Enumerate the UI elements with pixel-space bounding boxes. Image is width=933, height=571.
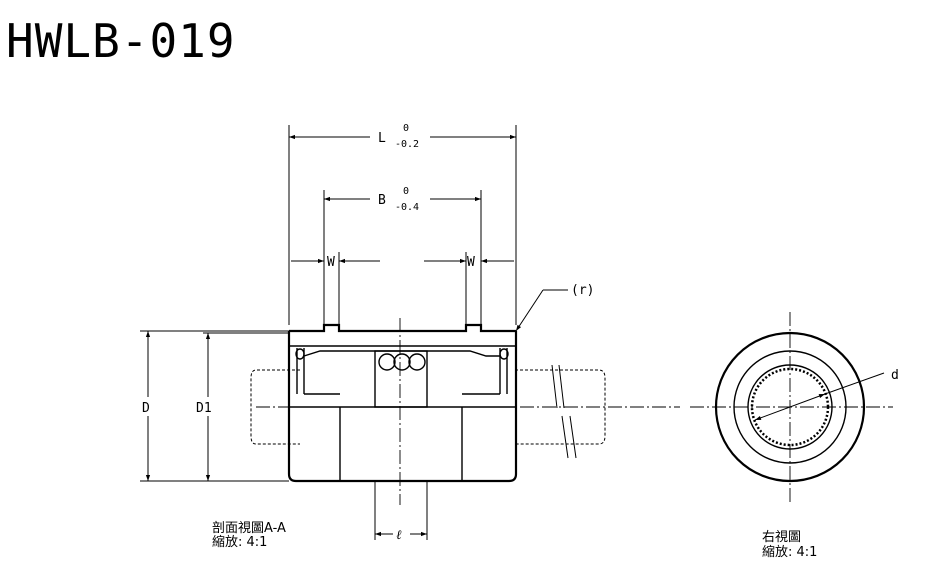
retainer-circle (733, 350, 847, 464)
shaft-hidden-outline (250, 369, 606, 445)
bore-circle (747, 364, 833, 450)
dimension-B-label: B (378, 193, 386, 208)
dimension-D1-label: D1 (196, 401, 212, 416)
section-view-name: 剖面視圖A-A (212, 521, 286, 536)
dimension-L: L 0 -0.2 (288, 123, 517, 325)
dimension-L-lower-tolerance: -0.2 (395, 139, 419, 150)
outer-diameter-circle (714, 331, 866, 483)
dimension-ell: ℓ (374, 481, 428, 543)
dimension-d-label: d (891, 368, 899, 383)
dimension-W-left: W (291, 252, 380, 325)
right-view: d 右視圖 縮放: 4:1 (690, 312, 899, 560)
dimension-W-right: W (424, 252, 514, 325)
radius-r-callout: (r) (515, 283, 594, 332)
right-view-name: 右視圖 (762, 530, 801, 545)
shaft-break-marks (551, 364, 577, 459)
radius-r-label: (r) (571, 283, 594, 298)
dimension-B: B 0 -0.4 (323, 186, 482, 325)
ball-track-circle (750, 367, 830, 447)
dimension-B-lower-tolerance: -0.4 (395, 202, 419, 213)
dimension-W-left-label: W (327, 255, 335, 270)
section-view-scale: 縮放: 4:1 (212, 534, 267, 550)
dimension-D1: D1 (196, 332, 289, 481)
dimension-L-label: L (378, 131, 386, 146)
page-title: HWLB-019 (6, 14, 236, 68)
section-view-a-a: L 0 -0.2 B 0 -0.4 W W (140, 123, 680, 550)
dimension-L-upper-tolerance: 0 (403, 123, 409, 134)
dimension-ell-label: ℓ (396, 528, 402, 543)
bushing-body (287, 323, 518, 483)
ball-cage (374, 350, 428, 408)
dimension-B-upper-tolerance: 0 (403, 186, 409, 197)
dimension-D-label: D (142, 401, 150, 416)
right-view-scale: 縮放: 4:1 (762, 544, 817, 560)
dimension-W-right-label: W (467, 255, 475, 270)
dimension-D: D (140, 330, 289, 482)
